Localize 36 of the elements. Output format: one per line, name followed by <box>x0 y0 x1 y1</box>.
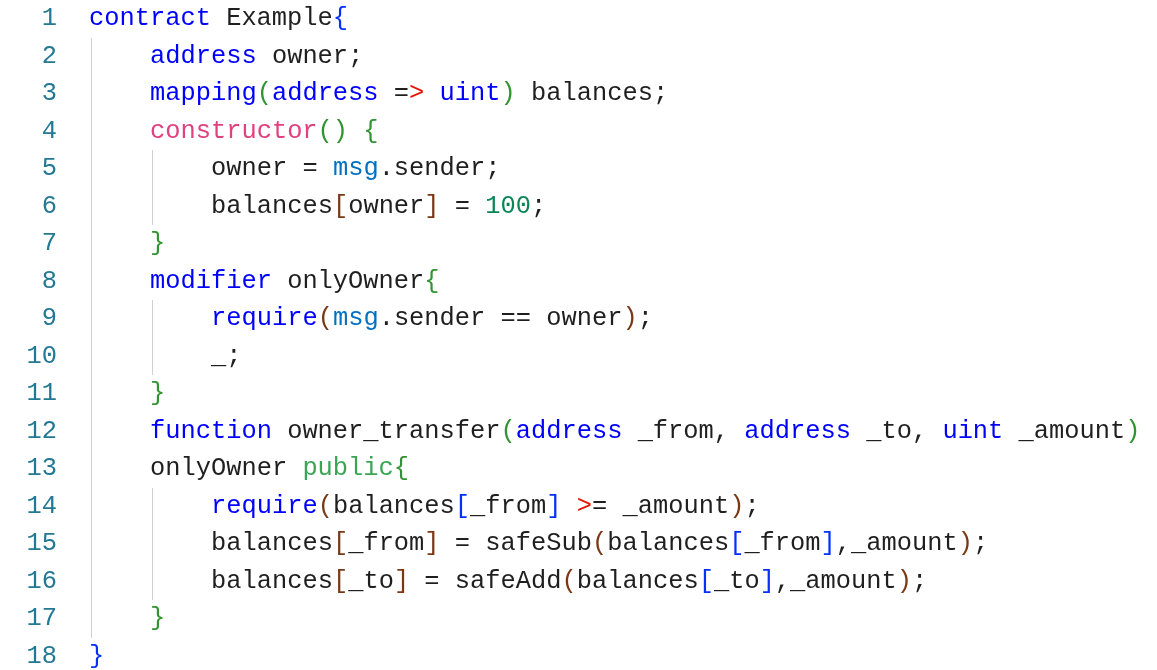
code-line: balances[_to] = safeAdd(balances[_to],_amount); <box>211 565 928 598</box>
code-line: mapping(address => uint) balances; <box>150 78 669 110</box>
code-line: owner = msg.sender; <box>211 153 501 185</box>
line-number: 6 <box>40 190 57 223</box>
line-number: 10 <box>25 340 57 373</box>
line-number: 13 <box>25 453 57 485</box>
code-line: } <box>150 228 166 260</box>
code-line: } <box>89 640 105 670</box>
code-line: balances[owner] = 100; <box>211 190 547 223</box>
code-line: onlyOwner public{ <box>150 453 410 485</box>
code-line: require(balances[_from] >= _amount); <box>211 490 760 523</box>
code-line: } <box>150 378 166 410</box>
line-number: 16 <box>25 565 57 598</box>
line-number: 4 <box>40 115 57 148</box>
code-line: address owner; <box>150 40 364 73</box>
line-number: 15 <box>25 528 57 560</box>
line-number: 8 <box>40 265 57 298</box>
code-line: } <box>150 603 166 635</box>
line-number: 18 <box>25 640 57 670</box>
line-number: 11 <box>25 378 57 410</box>
line-number: 12 <box>25 415 57 448</box>
line-number: 3 <box>40 78 57 110</box>
code-line: constructor() { <box>150 115 379 148</box>
code-line: require(msg.sender == owner); <box>211 303 653 335</box>
line-number: 1 <box>40 3 57 35</box>
line-number: 7 <box>40 228 57 260</box>
code-line: _; <box>211 340 242 373</box>
code-line: balances[_from] = safeSub(balances[_from],_amount); <box>211 528 989 560</box>
line-number: 5 <box>40 153 57 185</box>
line-number: 17 <box>25 603 57 635</box>
line-number: 9 <box>40 303 57 335</box>
code-line: contract Example{ <box>89 3 349 35</box>
line-number: 14 <box>25 490 57 523</box>
code-line: function owner_transfer(address _from, address _to, uint _amount) <box>150 415 1141 448</box>
code-line: modifier onlyOwner{ <box>150 265 440 298</box>
line-number: 2 <box>40 40 57 73</box>
